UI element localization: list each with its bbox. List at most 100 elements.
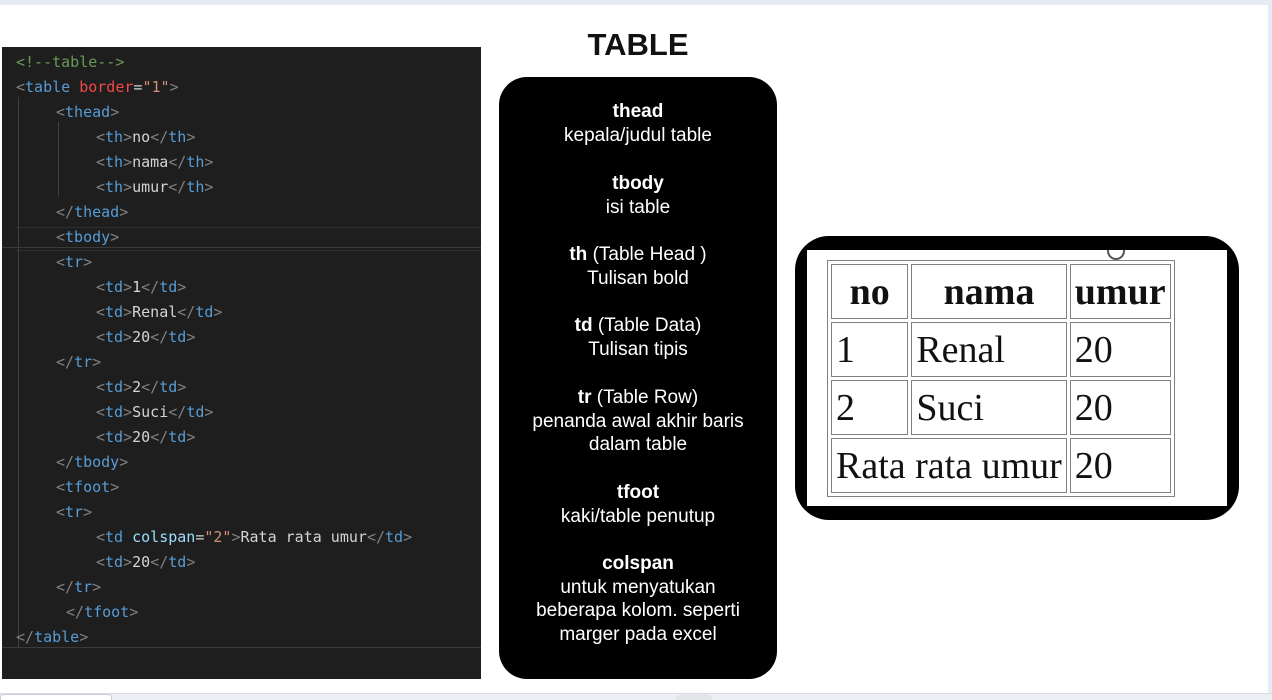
code-token: < [56, 503, 66, 521]
code-editor[interactable]: <!--table--><table border="1"><thead><th… [2, 47, 481, 679]
code-line[interactable]: <td>20</td> [2, 325, 481, 350]
bottom-tab[interactable] [0, 694, 112, 700]
code-token: </ [150, 428, 169, 446]
code-token: = [195, 528, 205, 546]
rendered-table: no nama umur 1 Renal 20 2 Suci 20 [827, 260, 1175, 497]
slide-title: TABLE [587, 27, 689, 62]
panel-term-expansion: (Table Head ) [587, 244, 707, 265]
code-token: tr [74, 578, 93, 596]
code-token: > [110, 228, 120, 246]
panel-desc: Tulisan bold [587, 267, 689, 289]
code-token: </ [66, 603, 85, 621]
code-line[interactable]: <tbody> [2, 225, 481, 250]
tag-explanation-panel: thead kepala/judul table tbody isi table… [499, 77, 777, 679]
code-line[interactable]: </tr> [2, 575, 481, 600]
code-token: < [56, 253, 66, 271]
code-token: < [96, 153, 106, 171]
code-token: <!--table--> [16, 53, 125, 71]
code-token: > [186, 128, 196, 146]
code-token: thead [65, 103, 111, 121]
code-token: table [34, 628, 80, 646]
code-token: > [186, 428, 196, 446]
code-token: td [385, 528, 404, 546]
code-line[interactable]: <!--table--> [2, 50, 481, 75]
code-token: th [105, 178, 124, 196]
code-token: < [96, 328, 106, 346]
code-token: th [186, 178, 205, 196]
code-line[interactable]: </thead> [2, 200, 481, 225]
code-token: th [186, 153, 205, 171]
code-token: td [105, 278, 124, 296]
code-token: > [129, 603, 139, 621]
code-token: 20 [132, 428, 151, 446]
code-line[interactable]: <th>no</th> [2, 125, 481, 150]
code-token: </ [366, 528, 385, 546]
code-token: td [168, 428, 187, 446]
table-preview-sheet: no nama umur 1 Renal 20 2 Suci 20 [807, 250, 1227, 506]
table-footer-row: Rata rata umur 20 [831, 438, 1171, 493]
code-line[interactable]: <td>1</td> [2, 275, 481, 300]
code-token: > [213, 303, 223, 321]
panel-item-tbody: tbody isi table [499, 172, 777, 219]
code-line[interactable]: </tbody> [2, 450, 481, 475]
code-line[interactable]: <thead> [2, 100, 481, 125]
clip-mark [1107, 250, 1125, 260]
code-token: < [16, 78, 26, 96]
code-token: no [132, 128, 151, 146]
code-line[interactable]: </table> [2, 625, 481, 650]
code-token: </ [56, 203, 75, 221]
code-token: > [169, 78, 179, 96]
bottom-scroll-handle[interactable] [676, 694, 712, 700]
code-token: > [110, 103, 120, 121]
code-token: "2" [204, 528, 232, 546]
code-token: > [123, 553, 133, 571]
code-line[interactable]: <th>nama</th> [2, 150, 481, 175]
code-line[interactable]: <td colspan="2">Rata rata umur</td> [2, 525, 481, 550]
code-line[interactable]: </tfoot> [2, 600, 481, 625]
panel-desc: dalam table [588, 434, 688, 455]
code-token: </ [150, 328, 169, 346]
code-token: > [83, 503, 93, 521]
code-line[interactable]: <td>20</td> [2, 550, 481, 575]
code-token: > [79, 628, 89, 646]
code-token: > [110, 478, 120, 496]
code-line[interactable]: <tr> [2, 500, 481, 525]
panel-item-tfoot: tfoot kaki/table penutup [499, 481, 777, 528]
panel-term: td [574, 315, 593, 336]
code-token: th [168, 128, 187, 146]
code-token: </ [56, 353, 75, 371]
code-line[interactable]: <td>Suci</td> [2, 400, 481, 425]
code-token: < [96, 378, 106, 396]
code-token: < [56, 103, 66, 121]
code-line[interactable]: <td>2</td> [2, 375, 481, 400]
code-token: td [159, 278, 178, 296]
code-token: </ [168, 178, 187, 196]
table-cell: Suci [911, 380, 1067, 435]
code-line[interactable]: <tr> [2, 250, 481, 275]
code-line[interactable]: <td>Renal</td> [2, 300, 481, 325]
code-line[interactable]: <table border="1"> [2, 75, 481, 100]
panel-desc: beberapa kolom. seperti [536, 600, 740, 621]
header-cell: umur [1069, 264, 1171, 319]
table-cell: Renal [911, 322, 1067, 377]
code-line[interactable]: <th>umur</th> [2, 175, 481, 200]
code-token: td [186, 403, 205, 421]
code-token: > [83, 253, 93, 271]
code-token: > [123, 428, 133, 446]
code-token: > [123, 328, 133, 346]
panel-desc: untuk menyatukan [560, 576, 716, 598]
code-token: </ [177, 303, 196, 321]
code-line[interactable]: <td>20</td> [2, 425, 481, 450]
code-token: 20 [132, 328, 151, 346]
header-cell: no [831, 264, 909, 319]
code-token: umur [132, 178, 169, 196]
code-token: > [177, 278, 187, 296]
code-line[interactable]: <tfoot> [2, 475, 481, 500]
code-token: table [25, 78, 71, 96]
code-token: > [186, 553, 196, 571]
panel-term: tfoot [616, 482, 660, 503]
header-cell: nama [911, 264, 1067, 319]
code-token: > [123, 128, 133, 146]
code-line[interactable]: </tr> [2, 350, 481, 375]
footer-label-cell: Rata rata umur [831, 438, 1067, 493]
